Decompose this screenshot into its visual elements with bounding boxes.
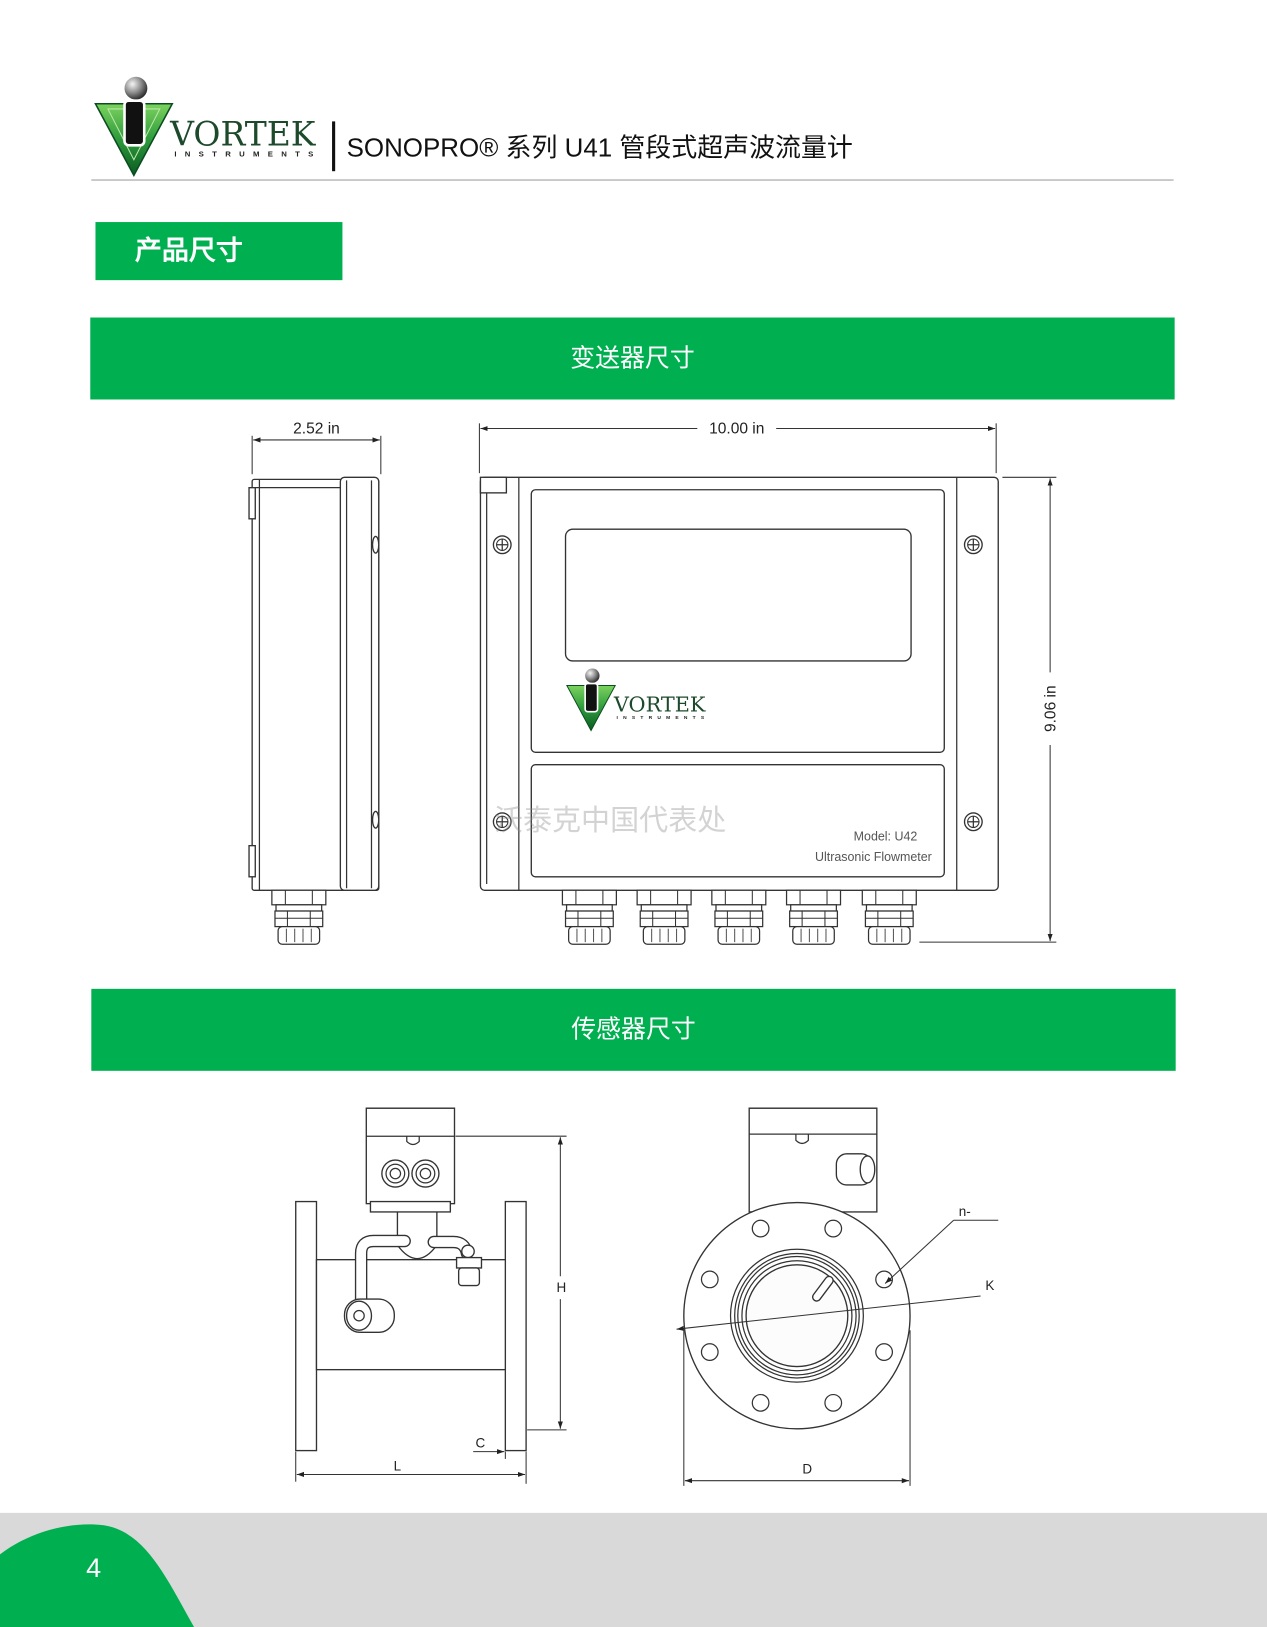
bore-probe (811, 1275, 834, 1302)
sensor-end-view: K n- D (676, 1107, 999, 1486)
l-dimension: L (295, 1451, 526, 1482)
front-width-dimension: 10.00 in (478, 421, 997, 474)
d-dimension: D (683, 1330, 911, 1486)
logo-figure-icon (584, 682, 599, 713)
header-rule (91, 179, 1174, 181)
junction-box (365, 1107, 456, 1213)
bolt-hole-icon (824, 1393, 843, 1412)
left-flange (295, 1200, 318, 1452)
logo-brand: VORTEK (169, 114, 316, 153)
n-leader: n- (884, 1204, 999, 1284)
product-label: Ultrasonic Flowmeter (815, 850, 932, 864)
bolt-hole-icon (824, 1219, 843, 1238)
transducer-left (343, 1298, 395, 1333)
display-window (564, 528, 912, 662)
l-label: L (394, 1458, 402, 1473)
side-width-label: 2.52 in (293, 421, 340, 438)
height-label: 9.06 in (1042, 685, 1059, 732)
cable-gland (711, 889, 767, 945)
hinge-tab (248, 487, 256, 520)
logo-figure-icon (123, 99, 146, 147)
logo-brand: VORTEK (613, 693, 706, 717)
n-label: n- (959, 1204, 971, 1219)
bolt-hole-icon (875, 1343, 894, 1361)
transducer-right (455, 1244, 483, 1287)
bolt-hole-icon (700, 1343, 719, 1361)
logo-tagline: INSTRUMENTS (617, 715, 705, 721)
right-flange (504, 1200, 527, 1452)
h-dimension: H (455, 1135, 567, 1431)
connector-icon (381, 1159, 410, 1188)
logo-tagline: INSTRUMENTS (174, 150, 313, 159)
side-hole (371, 810, 380, 829)
hinge-tab (248, 844, 256, 878)
header-divider (332, 121, 336, 172)
end-junction-box (748, 1107, 878, 1213)
enclosure-notch (479, 476, 508, 494)
transducer-cable-left (354, 1234, 411, 1308)
side-hole (371, 535, 380, 554)
screw-icon (492, 535, 512, 555)
bolt-hole-icon (700, 1270, 719, 1289)
screw-icon (963, 812, 983, 832)
model-label: Model: U42 (854, 829, 918, 843)
device-vortek-logo: VORTEK INSTRUMENTS (566, 668, 706, 732)
connector-icon (411, 1159, 440, 1188)
height-dimension: 9.06 in (919, 476, 1059, 943)
cable-gland (636, 889, 692, 945)
sensor-side-view: H C L (295, 1107, 567, 1484)
c-label: C (476, 1435, 486, 1450)
footer-band (0, 1512, 1267, 1627)
cable-gland (785, 889, 842, 945)
lower-panel (530, 764, 945, 878)
footer-green-shape (0, 1524, 195, 1627)
page-number: 4 (86, 1552, 102, 1584)
section-label: 产品尺寸 (95, 222, 343, 281)
bolt-hole-icon (751, 1393, 770, 1412)
d-label: D (802, 1461, 812, 1476)
bolt-hole-icon (751, 1219, 770, 1238)
header-vortek-logo: VORTEK INSTRUMENTS (94, 76, 317, 178)
c-dimension: C (473, 1435, 527, 1484)
side-width-dimension: 2.52 in (251, 421, 382, 475)
screw-icon (963, 535, 983, 555)
cable-gland (561, 889, 617, 945)
header-title: SONOPRO® 系列 U41 管段式超声波流量计 (346, 133, 853, 163)
watermark: 沃泰克中国代表处 (494, 803, 726, 837)
logo-head-icon (585, 668, 600, 683)
transmitter-front-view: 10.00 in 9.06 in (478, 421, 1059, 945)
transmitter-banner: 变送器尺寸 (90, 317, 1175, 400)
cable-gland (271, 889, 327, 945)
side-cover (339, 476, 380, 891)
front-width-label: 10.00 in (709, 421, 764, 438)
transmitter-side-view: 2.52 in (248, 421, 382, 945)
k-label: K (985, 1278, 994, 1293)
k-dimension: K (676, 1278, 994, 1331)
logo-head-icon (124, 76, 148, 100)
cable-gland (861, 889, 917, 945)
sensor-banner: 传感器尺寸 (91, 988, 1176, 1071)
h-label: H (557, 1280, 567, 1295)
sensor-neck (396, 1209, 438, 1260)
